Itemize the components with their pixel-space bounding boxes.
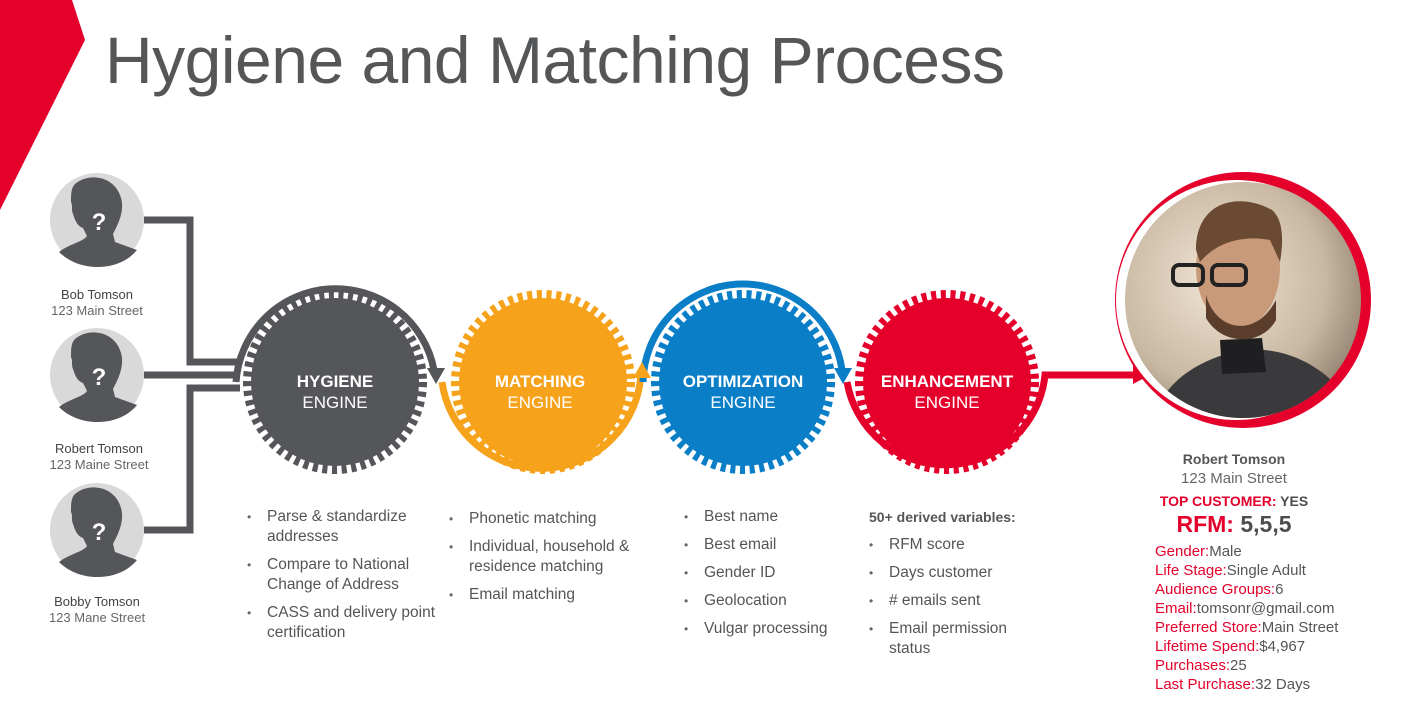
engine-title: HYGIENE — [297, 372, 374, 391]
bullet-item: Best email — [684, 535, 854, 555]
bullet-item: Days customer — [869, 563, 1039, 583]
hygiene-bullets: Parse & standardize addresses Compare to… — [247, 507, 437, 651]
engine-subtitle: ENGINE — [710, 393, 775, 412]
field-label: Last Purchase: — [1155, 676, 1256, 693]
input-connectors — [144, 216, 240, 534]
arrow-down-icon — [834, 368, 852, 384]
unknown-person-icon — [50, 173, 144, 267]
input-record: Robert Tomson 123 Maine Street — [39, 441, 159, 473]
top-customer-value: YES — [1280, 493, 1309, 509]
enhancement-bullets: 50+ derived variables: RFM score Days cu… — [869, 507, 1039, 667]
bullet-item: Email matching — [449, 585, 639, 605]
field-label: Email: — [1155, 600, 1197, 617]
bullet-item: Phonetic matching — [449, 509, 639, 529]
record-address: 123 Maine Street — [49, 457, 149, 472]
engine-title: ENHANCEMENT — [881, 372, 1014, 391]
bullet-item: Vulgar processing — [684, 619, 854, 639]
engine-title: MATCHING — [495, 372, 585, 391]
field-label: Lifetime Spend: — [1155, 638, 1260, 655]
engine-subtitle: ENGINE — [507, 393, 572, 412]
bullet-item: Email permission status — [869, 619, 1039, 659]
field-value: $4,967 — [1259, 638, 1306, 655]
unknown-person-icon — [50, 483, 144, 577]
field-value: 25 — [1230, 657, 1247, 674]
brand-corner-shape — [0, 0, 85, 210]
customer-profile: Robert Tomson 123 Main Street TOP CUSTOM… — [1155, 450, 1365, 694]
record-address: 123 Mane Street — [48, 610, 146, 625]
optimization-bullets: Best name Best email Gender ID Geolocati… — [684, 507, 854, 647]
field-value: Male — [1209, 543, 1242, 560]
enhancement-flow-arc — [843, 371, 1135, 469]
record-address: 123 Main Street — [51, 303, 143, 318]
rfm-value: 5,5,5 — [1240, 511, 1292, 537]
engine-title: OPTIMIZATION — [683, 372, 804, 391]
optimization-flow-arc — [639, 280, 846, 383]
field-value: Single Adult — [1226, 562, 1306, 579]
profile-field: Last Purchase:32 Days — [1155, 675, 1365, 694]
profile-field: Audience Groups:6 — [1155, 580, 1365, 599]
field-label: Preferred Store: — [1155, 619, 1262, 636]
bullet-item: CASS and delivery point certification — [247, 603, 437, 643]
field-label: Life Stage: — [1155, 562, 1227, 579]
bullet-item: Parse & standardize addresses — [247, 507, 437, 547]
engine-subtitle: ENGINE — [302, 393, 367, 412]
customer-photo — [1115, 172, 1371, 428]
field-value: Main Street — [1261, 619, 1339, 636]
rfm-label: RFM: — [1176, 511, 1234, 537]
bullet-item: Geolocation — [684, 591, 854, 611]
field-value: tomsonr@gmail.com — [1196, 600, 1335, 617]
field-label: Purchases: — [1155, 657, 1231, 674]
unknown-person-icon — [50, 328, 144, 422]
arrow-up-icon — [633, 362, 651, 378]
profile-field: Gender:Male — [1155, 542, 1365, 561]
input-record: Bobby Tomson 123 Mane Street — [37, 594, 157, 626]
field-label: Gender: — [1155, 543, 1210, 560]
profile-field: Purchases:25 — [1155, 656, 1365, 675]
arrow-down-icon — [427, 368, 445, 384]
profile-field: Preferred Store:Main Street — [1155, 618, 1365, 637]
profile-field: Life Stage:Single Adult — [1155, 561, 1365, 580]
input-record: Bob Tomson 123 Main Street — [37, 287, 157, 319]
page-title: Hygiene and Matching Process — [105, 23, 1005, 97]
bullet-item: # emails sent — [869, 591, 1039, 611]
bullet-item: RFM score — [869, 535, 1039, 555]
record-name: Robert Tomson — [55, 441, 143, 456]
profile-field: Email:tomsonr@gmail.com — [1155, 599, 1365, 618]
matching-bullets: Phonetic matching Individual, household … — [449, 509, 639, 613]
profile-name: Robert Tomson — [1182, 451, 1286, 467]
bullet-item: Gender ID — [684, 563, 854, 583]
bullet-item: Individual, household & residence matchi… — [449, 537, 639, 577]
top-customer-label: TOP CUSTOMER: — [1159, 493, 1277, 509]
top-customer: TOP CUSTOMER: YES — [1155, 492, 1313, 511]
bullet-item: Best name — [684, 507, 854, 527]
hygiene-flow-arc — [232, 285, 438, 383]
rfm-score: RFM: 5,5,5 — [1155, 513, 1313, 536]
matching-flow-arc — [438, 371, 645, 472]
optimization-gear — [651, 290, 835, 474]
bullet-item: Compare to National Change of Address — [247, 555, 437, 595]
record-name: Bobby Tomson — [54, 594, 140, 609]
field-value: 6 — [1275, 581, 1284, 598]
field-label: Audience Groups: — [1155, 581, 1276, 598]
engine-subtitle: ENGINE — [914, 393, 979, 412]
record-name: Bob Tomson — [60, 287, 134, 302]
profile-address: 123 Main Street — [1181, 470, 1287, 487]
profile-field: Lifetime Spend:$4,967 — [1155, 637, 1365, 656]
bullet-heading: 50+ derived variables: — [869, 509, 1016, 525]
hygiene-gear — [243, 290, 427, 474]
field-value: 32 Days — [1255, 676, 1311, 693]
